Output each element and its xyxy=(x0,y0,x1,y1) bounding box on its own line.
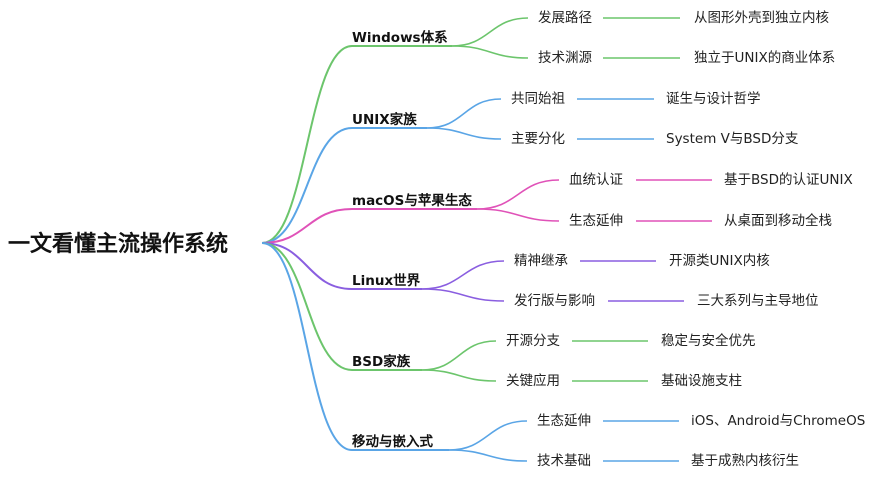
leaf-topic: System V与BSD分支 xyxy=(666,131,799,147)
leaf-topic: 稳定与安全优先 xyxy=(661,332,756,349)
branch-sub-connector xyxy=(448,420,528,451)
subtopic: 发展路径 xyxy=(538,10,592,26)
branch-topic: Linux世界 xyxy=(352,272,421,289)
leaf-topic: 基于BSD的认证UNIX xyxy=(724,171,853,188)
leaf-topic: 独立于UNIX的商业体系 xyxy=(694,50,835,66)
root-branch-connector xyxy=(261,242,353,451)
branch-sub-connector xyxy=(476,208,560,222)
branch-topic: 移动与嵌入式 xyxy=(352,433,433,450)
subtopic: 精神继承 xyxy=(514,253,568,269)
root-branch-connector xyxy=(261,242,353,371)
subtopic: 血统认证 xyxy=(569,172,623,188)
root-topic: 一文看懂主流操作系统 xyxy=(8,231,228,257)
root-branch-connector xyxy=(261,127,353,244)
subtopic: 发行版与影响 xyxy=(514,293,595,309)
branch-topic: macOS与苹果生态 xyxy=(352,192,472,209)
subtopic: 技术渊源 xyxy=(538,50,592,66)
leaf-topic: 基于成熟内核衍生 xyxy=(691,452,799,469)
branch-sub-connector xyxy=(451,45,529,59)
leaf-topic: 三大系列与主导地位 xyxy=(697,293,819,309)
branch-sub-connector xyxy=(421,369,497,382)
subtopic: 开源分支 xyxy=(506,333,560,349)
leaf-topic: 基础设施支柱 xyxy=(661,372,742,389)
branch-topic: Windows体系 xyxy=(352,29,448,46)
branch-sub-connector xyxy=(426,98,502,129)
branch-sub-connector xyxy=(426,127,502,140)
leaf-topic: 诞生与设计哲学 xyxy=(666,91,761,107)
leaf-topic: 开源类UNIX内核 xyxy=(669,253,770,269)
branch-sub-connector xyxy=(421,260,505,290)
subtopic: 共同始祖 xyxy=(511,91,565,107)
connector-layer xyxy=(261,17,712,462)
root-branch-connector xyxy=(261,208,353,244)
subtopic: 技术基础 xyxy=(537,452,591,469)
branch-topic: BSD家族 xyxy=(352,353,411,370)
subtopic: 生态延伸 xyxy=(569,213,623,229)
root-branch-connector xyxy=(261,242,353,290)
branch-sub-connector xyxy=(421,288,505,302)
leaf-topic: 从桌面到移动全栈 xyxy=(724,212,832,229)
root-branch-connector xyxy=(261,45,353,244)
branch-sub-connector xyxy=(421,340,497,371)
branch-sub-connector xyxy=(448,449,528,462)
subtopic: 主要分化 xyxy=(511,131,565,147)
leaf-topic: iOS、Android与ChromeOS xyxy=(691,413,865,429)
branch-topic: UNIX家族 xyxy=(352,111,417,128)
branch-sub-connector xyxy=(476,179,560,210)
branch-sub-connector xyxy=(451,17,529,47)
subtopic: 生态延伸 xyxy=(537,413,591,429)
leaf-topic: 从图形外壳到独立内核 xyxy=(694,10,829,26)
subtopic: 关键应用 xyxy=(506,372,560,389)
